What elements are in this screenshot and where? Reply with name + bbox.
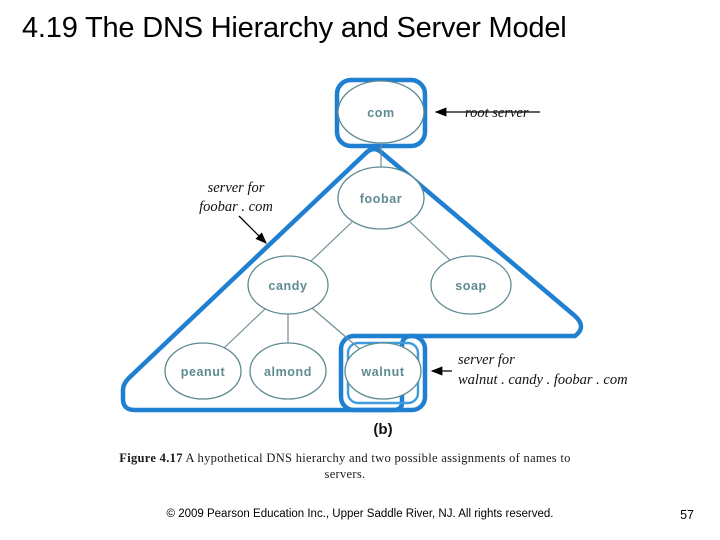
node-soap[interactable]: soap bbox=[430, 255, 512, 315]
node-walnut[interactable]: walnut bbox=[344, 342, 422, 400]
node-foobar-ellipse bbox=[337, 166, 425, 230]
node-peanut-label: peanut bbox=[181, 365, 226, 379]
node-com-ellipse bbox=[337, 80, 425, 144]
foobar-server-label-line1: server for bbox=[208, 180, 265, 196]
edge-foobar-soap bbox=[409, 221, 453, 263]
panel-label-b: (b) bbox=[373, 421, 392, 438]
node-candy-label: candy bbox=[268, 279, 307, 293]
node-peanut-ellipse bbox=[164, 342, 242, 400]
figure-caption-label: Figure 4.17 bbox=[119, 451, 183, 465]
boundary-walnut-outer bbox=[338, 333, 428, 413]
node-foobar[interactable]: foobar bbox=[337, 166, 425, 230]
figure-caption: Figure 4.17 A hypothetical DNS hierarchy… bbox=[100, 450, 590, 482]
tree-nodes: com foobar candy soap peanut bbox=[164, 80, 512, 400]
node-foobar-label: foobar bbox=[360, 192, 403, 206]
foobar-server-label-line2: foobar . com bbox=[199, 199, 273, 215]
node-soap-label: soap bbox=[455, 279, 487, 293]
dns-hierarchy-svg: com foobar candy soap peanut bbox=[120, 77, 628, 438]
node-com[interactable]: com bbox=[337, 80, 425, 144]
node-walnut-ellipse bbox=[344, 342, 422, 400]
node-candy-ellipse bbox=[247, 255, 329, 315]
node-walnut-label: walnut bbox=[360, 365, 404, 379]
node-com-label: com bbox=[367, 106, 395, 120]
node-peanut[interactable]: peanut bbox=[164, 342, 242, 400]
node-almond[interactable]: almond bbox=[249, 342, 327, 400]
node-candy[interactable]: candy bbox=[247, 255, 329, 315]
node-soap-ellipse bbox=[430, 255, 512, 315]
edge-candy-walnut bbox=[311, 307, 362, 351]
page-title: 4.19 The DNS Hierarchy and Server Model bbox=[22, 12, 567, 44]
node-almond-ellipse bbox=[249, 342, 327, 400]
node-almond-label: almond bbox=[264, 365, 312, 379]
walnut-server-label-line1: server for bbox=[458, 352, 515, 368]
annotation-walnut-server: server for walnut . candy . foobar . com bbox=[430, 352, 628, 388]
footer-page-number: 57 bbox=[680, 508, 694, 522]
tree-edges bbox=[223, 143, 453, 351]
edge-candy-peanut bbox=[223, 307, 267, 349]
annotation-root-server: root server bbox=[434, 105, 540, 121]
root-server-label: root server bbox=[465, 105, 529, 121]
foobar-server-leader-line bbox=[238, 215, 267, 244]
walnut-server-label-line2: walnut . candy . foobar . com bbox=[458, 372, 628, 388]
dns-hierarchy-figure: com foobar candy soap peanut bbox=[0, 70, 720, 450]
figure-caption-text: A hypothetical DNS hierarchy and two pos… bbox=[185, 451, 571, 481]
annotation-foobar-server: server for foobar . com bbox=[199, 180, 273, 244]
footer-copyright: © 2009 Pearson Education Inc., Upper Sad… bbox=[166, 508, 554, 520]
edge-foobar-candy bbox=[309, 221, 353, 263]
